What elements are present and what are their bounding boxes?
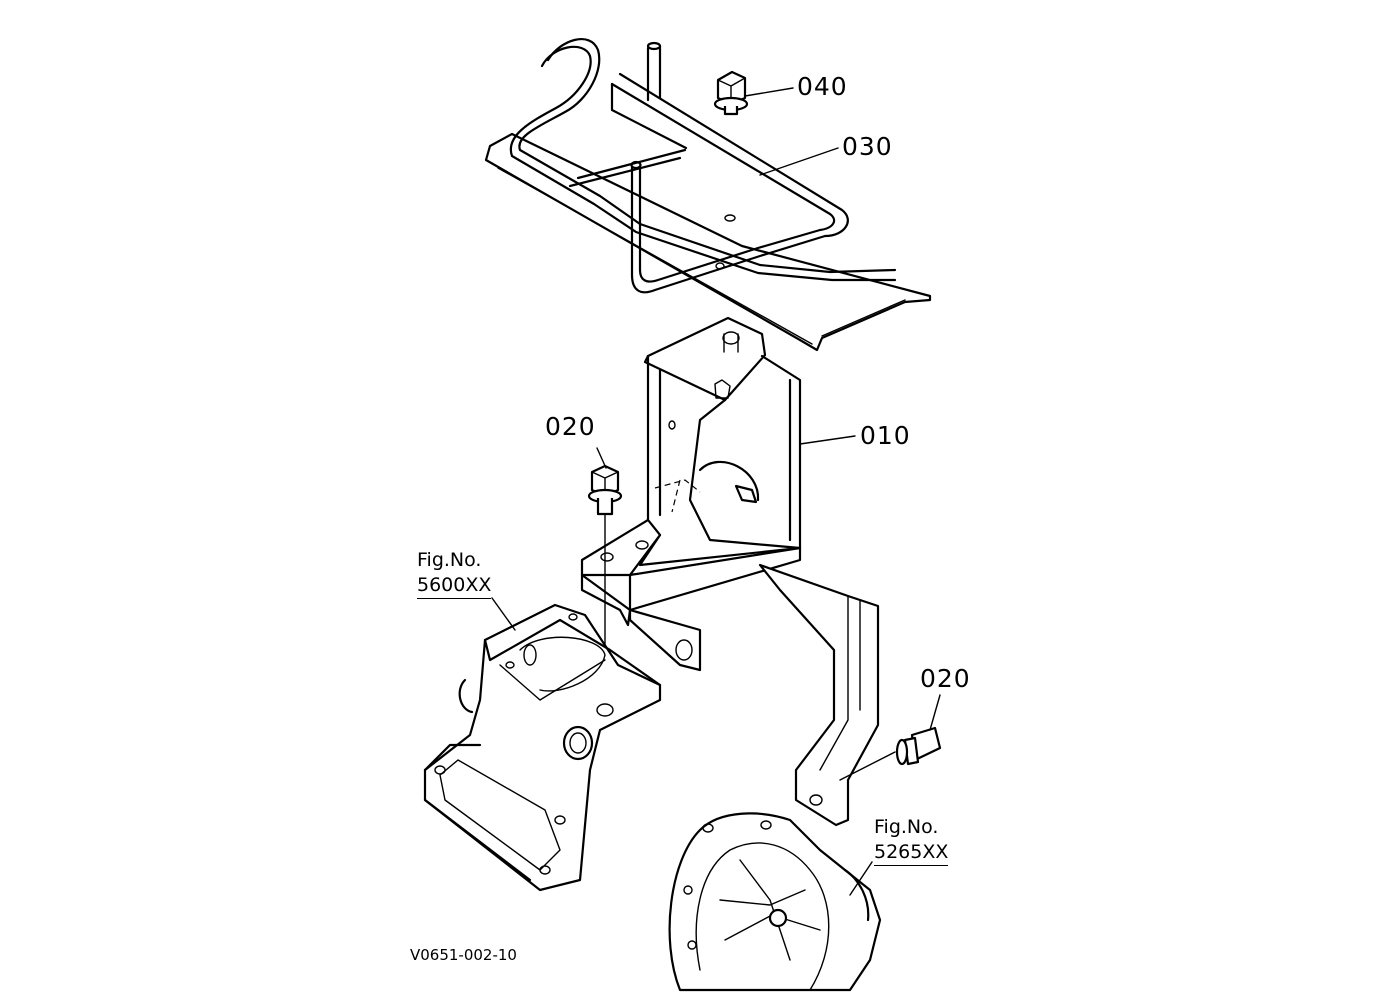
fig-ref-right: Fig.No. 5265XX: [874, 815, 949, 867]
part-020-right-bolt: [839, 726, 942, 781]
housing-5600XX: [423, 603, 662, 892]
part-020-left-bolt: [587, 464, 623, 711]
label-020-left: 020: [545, 412, 596, 441]
fig-ref-left-line1: Fig.No.: [417, 549, 482, 571]
label-030: 030: [842, 132, 893, 161]
leader-lines: [491, 87, 941, 896]
housing-5265XX: [668, 812, 882, 992]
fig-ref-right-number: 5265XX: [874, 840, 949, 867]
label-040: 040: [797, 72, 848, 101]
label-010: 010: [860, 421, 911, 450]
part-030-plate-with-hoses: [484, 38, 932, 352]
fig-ref-left-number: 5600XX: [417, 573, 492, 600]
fig-ref-right-line1: Fig.No.: [874, 816, 939, 838]
part-040-bolt: [713, 70, 749, 116]
label-020-right: 020: [920, 664, 971, 693]
drawing-code: V0651-002-10: [410, 946, 517, 964]
fig-ref-left: Fig.No. 5600XX: [417, 548, 492, 600]
part-010-bracket: [580, 316, 880, 827]
